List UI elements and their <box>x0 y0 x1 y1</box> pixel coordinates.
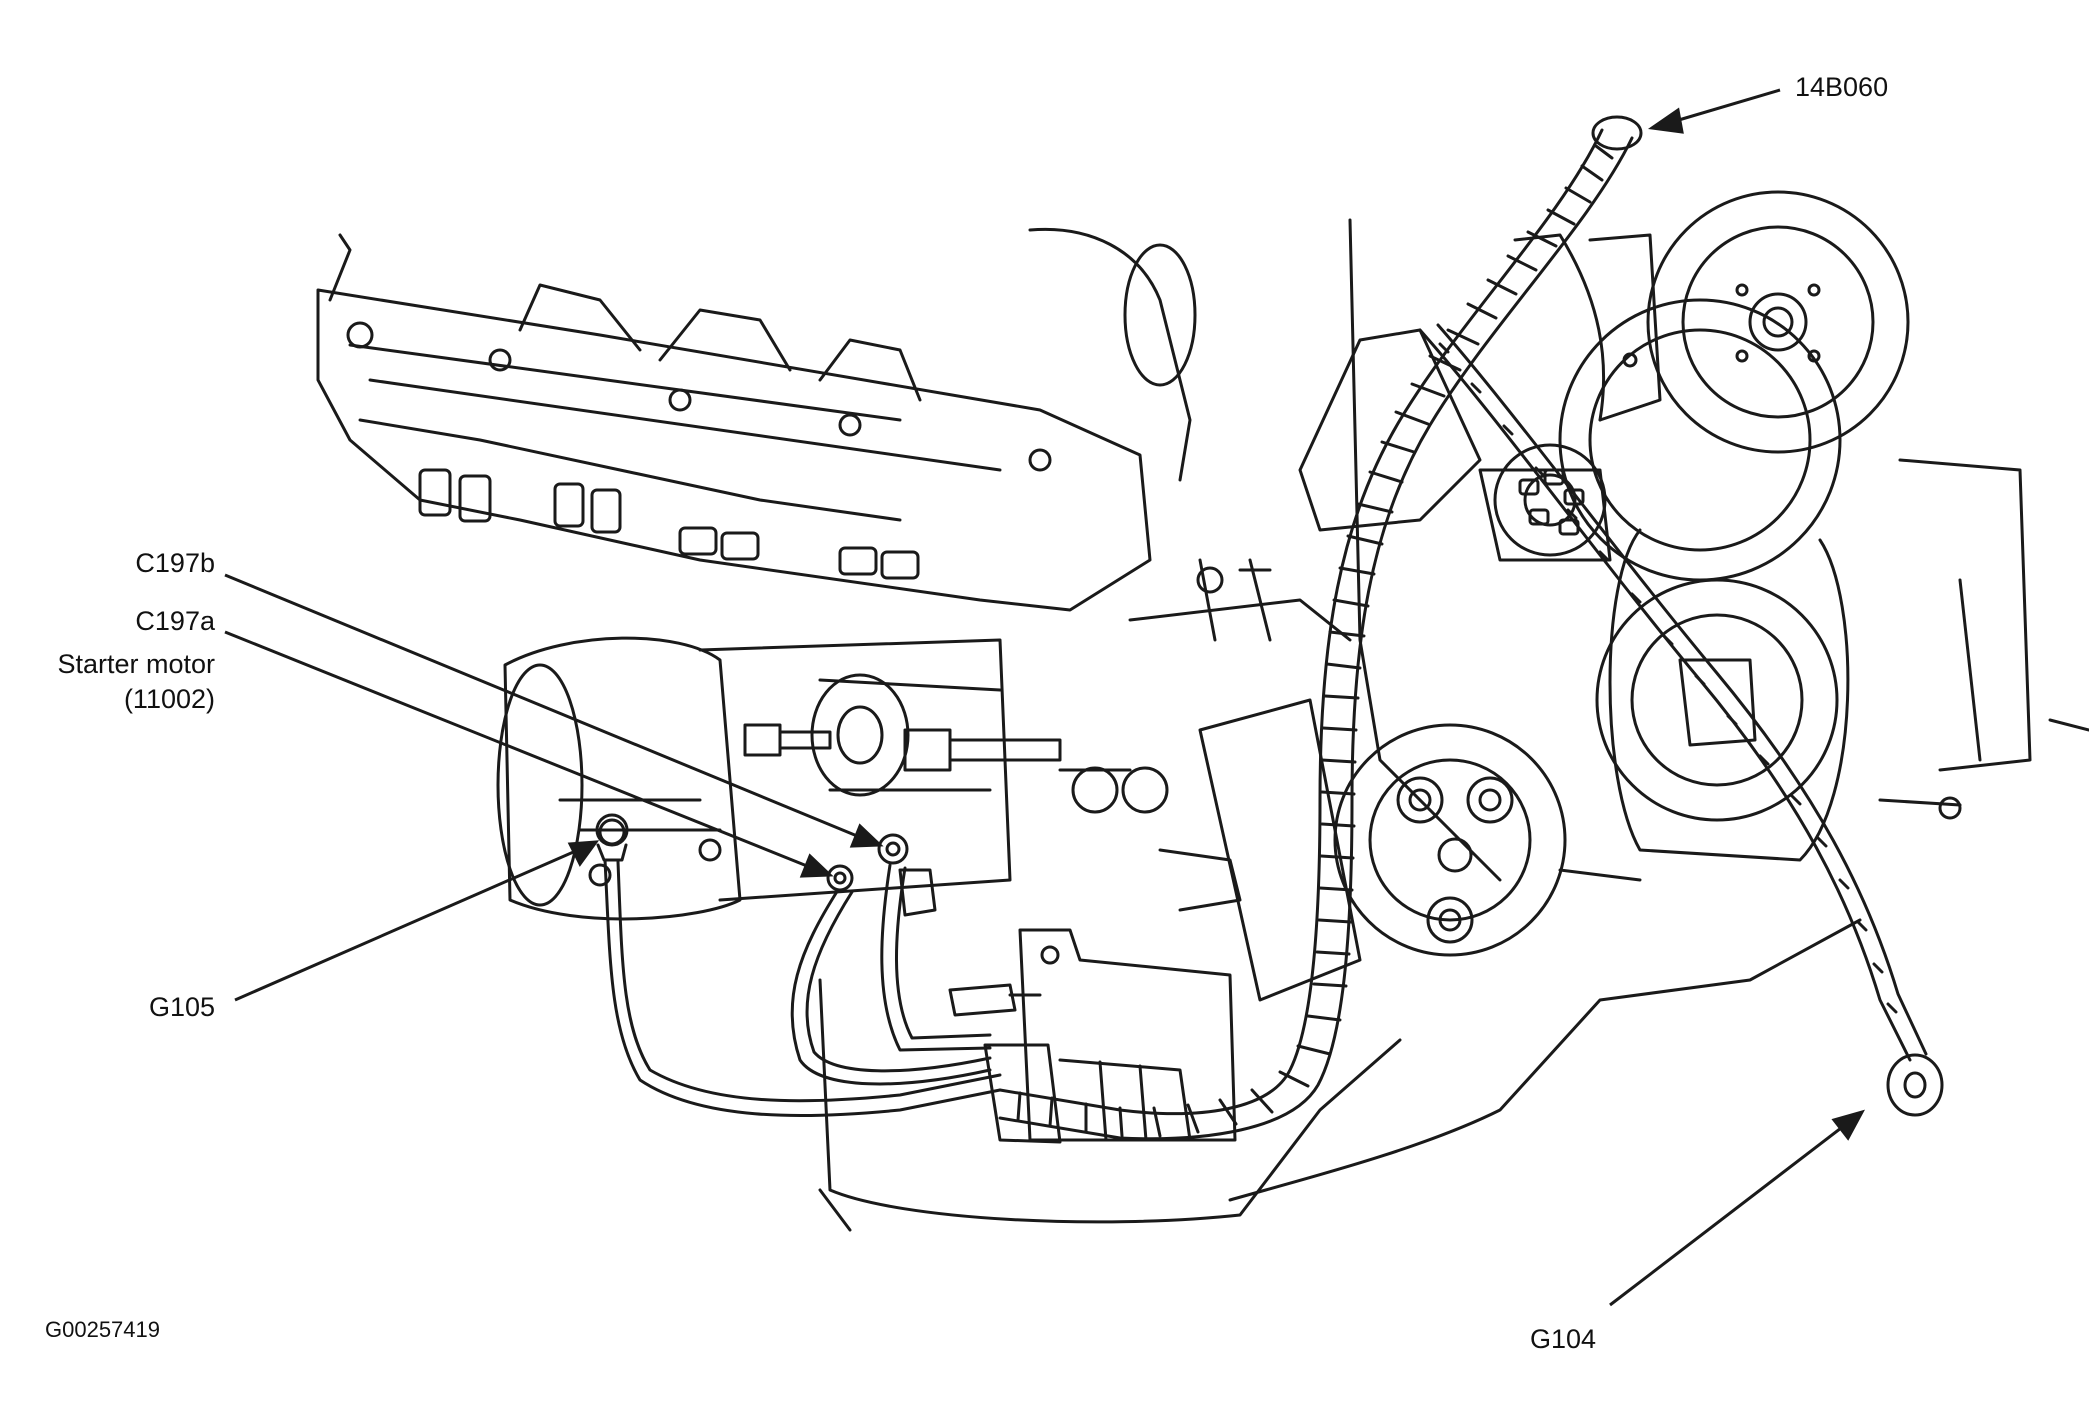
starter-motor <box>496 636 1169 921</box>
label-c197a: C197a <box>135 606 215 636</box>
ground-terminal-g105 <box>595 813 629 862</box>
tensioner-bracket <box>1298 328 1612 562</box>
label-starter-motor: Starter motor (11002) <box>20 647 215 717</box>
callout-arrows <box>224 88 1866 1307</box>
harness-14b060 <box>983 115 1643 1144</box>
label-starter-motor-part: (11002) <box>123 684 215 715</box>
starter-cables <box>603 858 1002 1118</box>
label-14b060: 14B060 <box>1795 72 1889 102</box>
pulley-system <box>1513 190 2089 862</box>
label-g105: G105 <box>148 992 215 1022</box>
engine-block <box>1028 218 1502 882</box>
ac-compressor <box>1158 698 1642 1002</box>
label-c197b: C197b <box>135 548 215 578</box>
label-starter-motor-name: Starter motor <box>57 649 215 679</box>
ground-strap-g104 <box>1418 323 1944 1117</box>
intake-manifold <box>316 233 1152 612</box>
label-g104: G104 <box>1530 1324 1597 1354</box>
figure-id: G00257419 <box>45 1317 160 1342</box>
